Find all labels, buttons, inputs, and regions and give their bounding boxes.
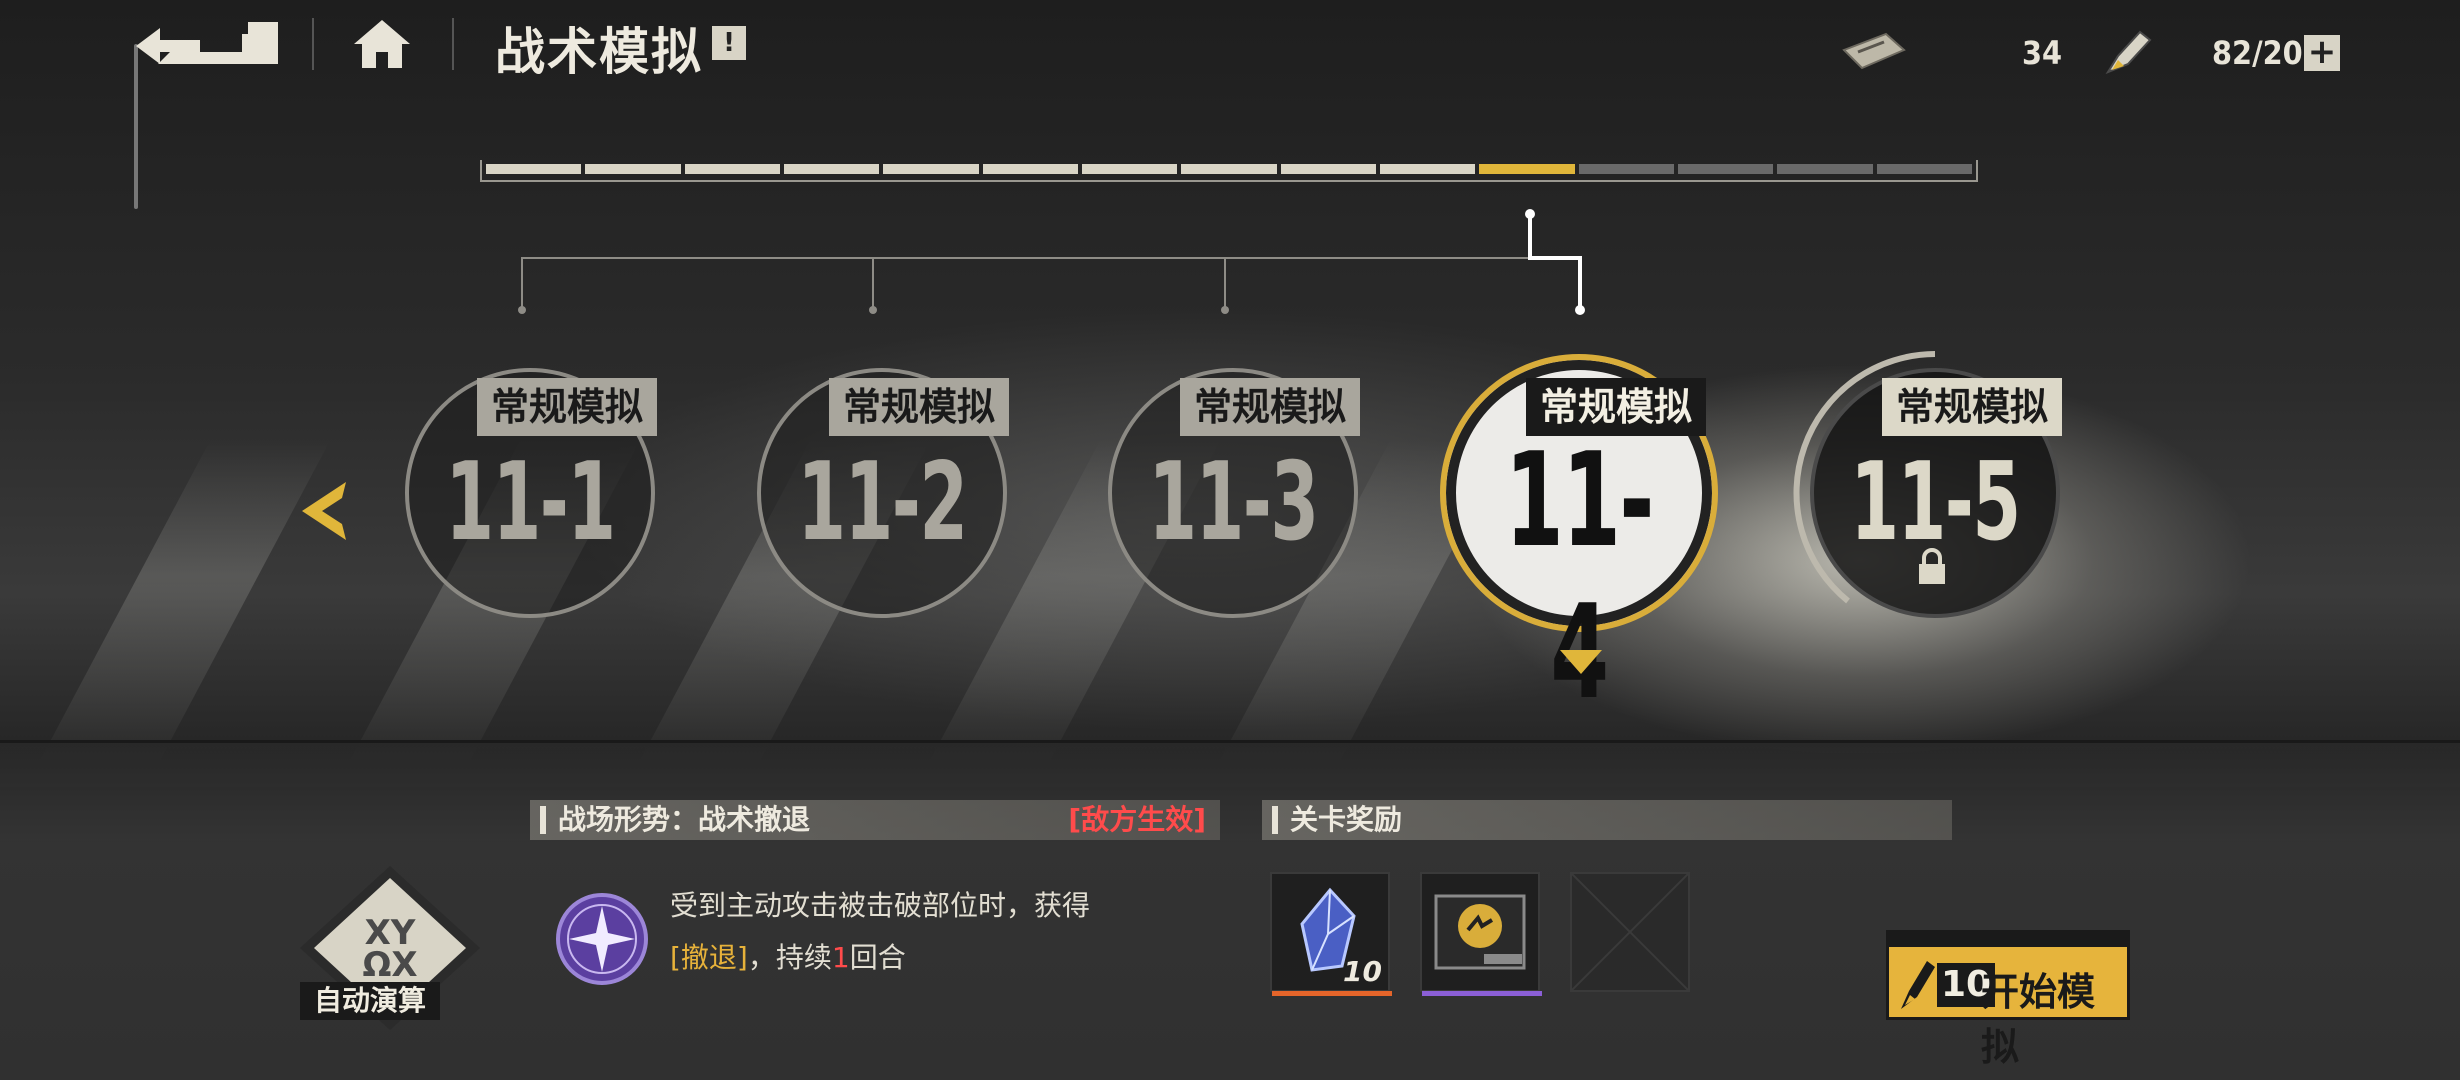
lock-icon [1919,548,1945,584]
reward-quantity: 10 [1343,955,1382,988]
stage-node-11-4[interactable]: 常规模拟 11-4 [1440,354,1718,728]
ticket-count: 34 [2022,34,2063,72]
chip-card-icon [1434,894,1526,970]
start-label: 开始模拟 [1981,970,2096,1069]
effect-description-line2: [撤退]，持续1回合 [670,936,906,976]
stamina-pen-icon [1901,961,1935,1009]
previous-chapter-arrow-icon[interactable] [296,478,356,544]
stage-node-11-2[interactable]: 常规模拟 11-2 [757,368,1010,618]
stage-number: 11-2 [797,440,968,565]
back-line-decoration [134,44,138,209]
effect-duration-prefix: ，持续 [747,941,832,974]
effect-duration-suffix: 回合 [849,941,906,974]
page-title: 战术模拟 [495,23,703,81]
stage-type-label: 常规模拟 [829,378,1010,436]
stage-number: 11-5 [1850,440,2021,565]
svg-text:ΩX: ΩX [362,945,417,985]
retreat-keyword: [撤退] [670,941,748,974]
stage-node-11-1[interactable]: 常规模拟 11-1 [405,368,658,618]
progress-segment [1479,164,1575,174]
progress-segment [1379,164,1476,174]
rarity-bar [1422,991,1542,996]
crystal-icon [1300,887,1356,972]
empty-slot-icon [1571,873,1689,991]
progress-segment [1280,164,1376,174]
add-stamina-button[interactable]: + [2304,35,2340,71]
retreat-effect-icon[interactable] [555,892,649,986]
progress-segment [1677,164,1774,174]
reward-slot-empty [1570,872,1690,992]
progress-segment [585,164,681,174]
effect-description-line1: 受到主动攻击被击破部位时，获得 [670,889,1091,922]
svg-text:XY: XY [365,913,416,953]
progress-segment [883,164,979,174]
stamina-pen-icon [2105,30,2152,75]
chapter-progress-bar [480,160,1978,182]
progress-segment [982,164,1078,174]
selected-stage-marker-icon [1560,650,1602,674]
progress-segment [1578,164,1674,174]
start-simulation-button[interactable]: 10 开始模拟 [1886,930,2130,1069]
header-divider [312,18,314,70]
rarity-bar [1272,991,1392,996]
progress-segment [1081,164,1178,174]
stage-type-label: 常规模拟 [477,378,658,436]
stage-type-label: 常规模拟 [1526,378,1707,436]
enemy-effect-tag: [敌方生效] [1068,803,1206,836]
effect-turn-count: 1 [831,941,850,974]
ticket-icon [1842,32,1906,70]
battlefield-situation-header: 战场形势：战术撤退 [敌方生效] [530,800,1220,840]
progress-segment [783,164,880,174]
stage-number: 11-4 [1505,424,1654,728]
stage-node-11-5[interactable]: 常规模拟 11-5 [1793,351,2063,618]
home-icon[interactable] [350,16,414,72]
locked-arc-decoration [1793,351,1936,604]
reward-slot-crystal[interactable]: 10 [1270,872,1392,996]
stage-type-label: 常规模拟 [1180,378,1361,436]
reward-slot-chip[interactable] [1420,872,1542,996]
stage-number: 11-1 [445,440,616,565]
stage-number: 11-3 [1148,440,1319,565]
info-badge-button[interactable]: ! [712,26,746,60]
stage-type-label: 常规模拟 [1882,378,2063,436]
progress-segment [486,164,582,174]
progress-segment [1181,164,1277,174]
battlefield-situation-title: 战场形势：战术撤退 [558,803,811,836]
stage-node-11-3[interactable]: 常规模拟 11-3 [1108,368,1361,618]
button-top-strip [1889,933,2127,947]
back-arrow-icon[interactable] [130,20,280,66]
progress-segment [1876,164,1972,174]
stage-rewards-header: 关卡奖励 [1262,800,1952,840]
start-cost: 10 [1937,963,1996,1007]
auto-compute-label[interactable]: 自动演算 [300,982,440,1020]
header-divider [452,18,454,70]
progress-segment [1777,164,1873,174]
progress-segment [684,164,780,174]
